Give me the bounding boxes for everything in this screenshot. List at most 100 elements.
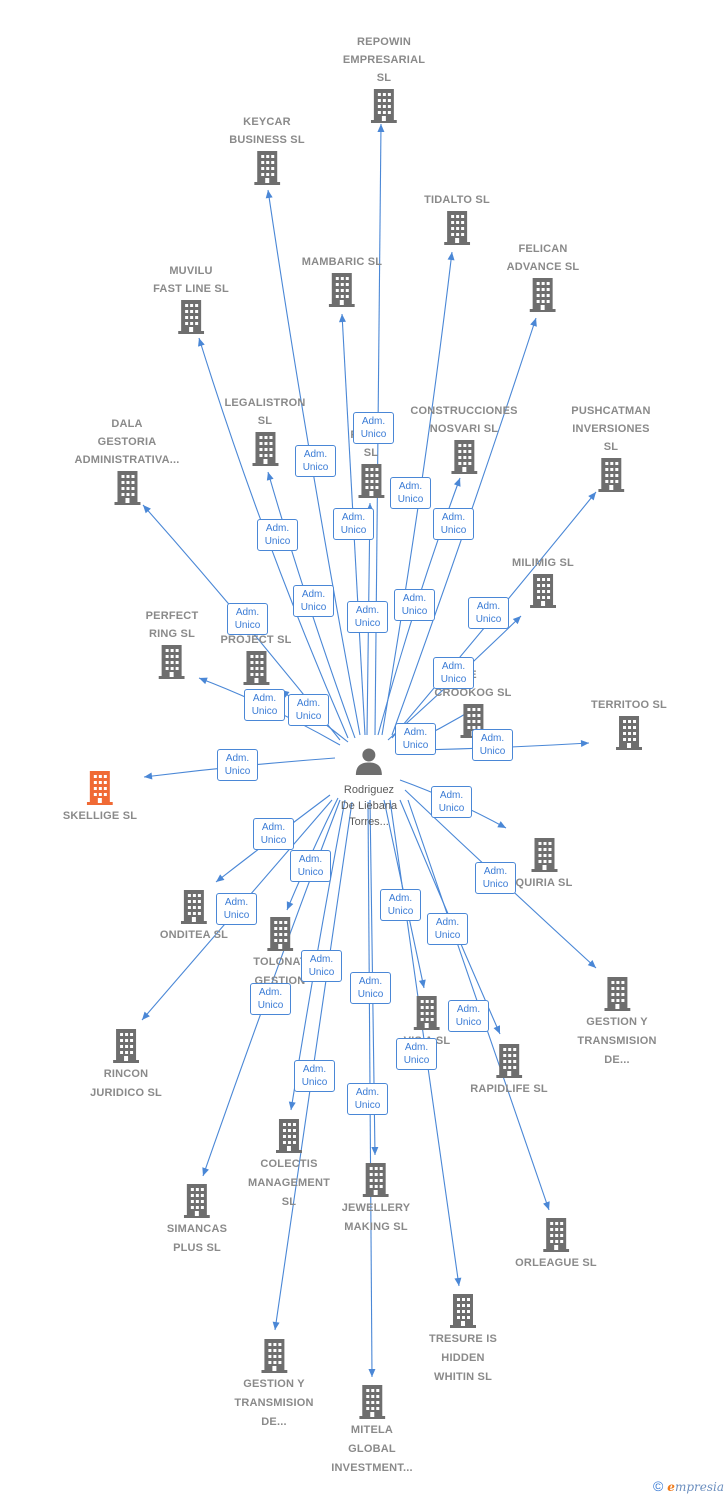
role-badge-tidalto[interactable]: Adm.Unico	[390, 477, 431, 509]
building-icon	[153, 300, 229, 334]
role-badge-perfect[interactable]: Adm.Unico	[244, 689, 285, 721]
role-badge-line-1: Adm.	[355, 605, 380, 616]
company-label: PROJECT SL	[220, 634, 292, 646]
role-badge-rincon[interactable]: Adm.Unico	[216, 893, 257, 925]
company-node-orleague[interactable]: ORLEAGUE SL	[515, 1218, 597, 1271]
company-label: DALA	[111, 418, 143, 430]
role-badge-keycar[interactable]: Adm.Unico	[295, 445, 336, 477]
role-badge-line-1: Adm.	[301, 589, 326, 600]
company-label: MUVILU	[169, 265, 213, 277]
role-badge-line-2: Unico	[402, 740, 429, 751]
role-badge-mambaric[interactable]: Adm.Unico	[333, 508, 374, 540]
company-label: EMPRESARIAL	[342, 54, 426, 66]
building-icon	[507, 278, 580, 312]
building-icon	[591, 716, 667, 750]
company-label: RAPIDLIFE SL	[470, 1083, 548, 1095]
role-badge-muvilu[interactable]: Adm.Unico	[257, 519, 298, 551]
company-label: MANAGEMENT	[247, 1177, 331, 1189]
role-badge-mitela[interactable]: Adm.Unico	[347, 1083, 388, 1115]
role-badge-orleague[interactable]: Adm.Unico	[448, 1000, 489, 1032]
company-node-tidalto[interactable]: TIDALTO SL	[424, 193, 490, 245]
role-badge-milimig[interactable]: Adm.Unico	[433, 657, 474, 689]
company-label: WHITIN SL	[433, 1371, 493, 1383]
building-icon	[302, 273, 382, 307]
building-icon	[63, 771, 137, 805]
role-badge-line-2: Unico	[438, 803, 465, 814]
role-badge-vis[interactable]: Adm.Unico	[380, 889, 421, 921]
role-badge-frank[interactable]: Adm.Unico	[347, 601, 388, 633]
company-node-skellige[interactable]: SKELLIGE SL	[63, 771, 137, 824]
role-badge-territoo[interactable]: Adm.Unico	[472, 729, 513, 761]
arrowhead-gestion2	[272, 1321, 280, 1330]
role-badge-gestion2[interactable]: Adm.Unico	[294, 1060, 335, 1092]
company-label: PERFECT	[145, 610, 199, 622]
role-badge-line-2: Unico	[397, 494, 424, 505]
person-node[interactable]: Rodriguez De Liebana Torres...	[341, 746, 397, 829]
company-label: GESTION Y	[586, 1016, 648, 1028]
role-badge-rapidlife[interactable]: Adm.Unico	[427, 913, 468, 945]
role-badge-line-2: Unico	[440, 674, 467, 685]
role-badge-line-1: Adm.	[224, 897, 249, 908]
role-badge-onditea[interactable]: Adm.Unico	[253, 818, 294, 850]
role-badge-line-2: Unico	[295, 711, 322, 722]
role-badge-colectis[interactable]: Adm.Unico	[301, 950, 342, 982]
role-badge-line-1: Adm.	[402, 593, 427, 604]
company-node-territoo[interactable]: TERRITOO SL	[591, 698, 667, 750]
company-label: CONSTRUCCIONES	[410, 405, 518, 417]
company-label: TOLONAT	[253, 956, 307, 968]
role-badge-tresure[interactable]: Adm.Unico	[396, 1038, 437, 1070]
role-badge-line-2: Unico	[403, 1055, 430, 1066]
role-badge-line-2: Unico	[455, 1017, 482, 1028]
arrowhead-construcciones	[453, 478, 461, 487]
company-node-milimig[interactable]: MILIMIG SL	[512, 556, 574, 608]
role-badge-line-1: Adm.	[225, 753, 250, 764]
role-badge-dala[interactable]: Adm.Unico	[227, 603, 268, 635]
role-badge-legalistron[interactable]: Adm.Unico	[293, 585, 334, 617]
role-badge-quiria[interactable]: Adm.Unico	[431, 786, 472, 818]
company-label: SL	[281, 1196, 297, 1208]
role-badge-crookog[interactable]: Adm.Unico	[395, 723, 436, 755]
building-icon	[410, 440, 517, 474]
company-node-mambaric[interactable]: MAMBARIC SL	[302, 255, 382, 307]
company-label: REPOWIN	[357, 36, 411, 48]
arrowhead-repowin	[377, 124, 385, 133]
role-badge-felican[interactable]: Adm.Unico	[433, 508, 474, 540]
role-badge-project[interactable]: Adm.Unico	[288, 694, 329, 726]
role-badge-simancas[interactable]: Adm.Unico	[250, 983, 291, 1015]
role-badge-line-2: Unico	[234, 620, 261, 631]
company-node-onditea[interactable]: ONDITEA SL	[160, 890, 228, 943]
company-label: HIDDEN	[441, 1352, 485, 1364]
role-badge-skellige[interactable]: Adm. Unico	[217, 749, 258, 781]
role-badge-construcciones[interactable]: Adm.Unico	[394, 589, 435, 621]
company-node-rapidlife[interactable]: RAPIDLIFE SL	[470, 1044, 548, 1097]
person-name-line-3: Torres...	[349, 816, 389, 828]
company-node-quiria[interactable]: QUIRIA SL	[515, 838, 572, 891]
role-badge-line-2: Unico	[224, 766, 251, 777]
role-badge-gestion1[interactable]: Adm.Unico	[475, 862, 516, 894]
role-badge-repowin[interactable]: Adm.Unico	[353, 412, 394, 444]
role-badge-jewellery[interactable]: Adm.Unico	[350, 972, 391, 1004]
company-label: INVERSIONES	[572, 423, 650, 435]
company-label: MITELA	[350, 1424, 394, 1436]
role-badge-tolonat[interactable]: Adm.Unico	[290, 850, 331, 882]
role-badge-pushcatman[interactable]: Adm.Unico	[468, 597, 509, 629]
footer-brand[interactable]: ©empresia	[653, 1478, 724, 1494]
